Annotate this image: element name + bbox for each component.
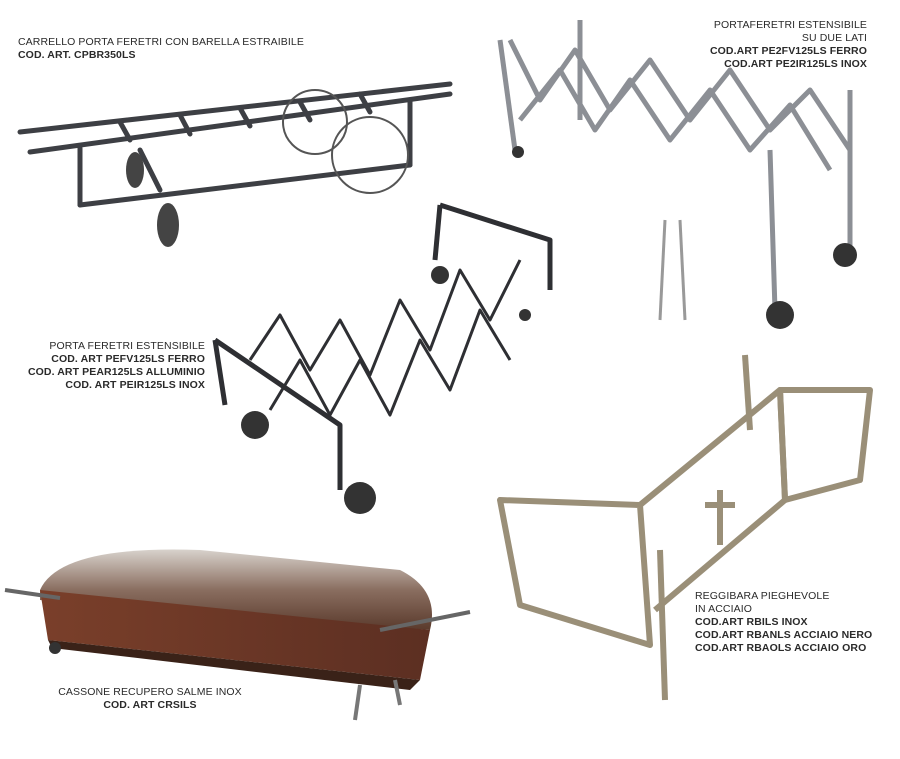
product-title: REGGIBARA PIEGHEVOLE [695, 590, 830, 602]
product-caption-cpbr350ls: CARRELLO PORTA FERETRI CON BARELLA ESTRA… [18, 36, 304, 62]
product-title: SU DUE LATI [801, 32, 867, 44]
product-code: COD.ART RBANLS ACCIAIO NERO [695, 629, 873, 641]
product-code: COD. ART CRSILS [103, 699, 197, 711]
recovery-box-image [4, 549, 471, 721]
folding-bier-stand-image [497, 354, 873, 701]
product-code: COD. ART. CPBR350LS [18, 49, 136, 61]
product-code: COD. ART PEIR125LS INOX [65, 379, 205, 391]
product-title: CASSONE RECUPERO SALME INOX [58, 686, 242, 698]
extensible-two-side-image [497, 20, 857, 329]
cart-stretcher-image [17, 81, 453, 247]
extensible-bier-image [212, 202, 553, 514]
product-code: COD. ART PEFV125LS FERRO [51, 353, 205, 365]
product-title: PORTAFERETRI ESTENSIBILE [713, 19, 867, 31]
product-code: COD. ART PEAR125LS ALLUMINIO [27, 366, 205, 378]
product-code: COD.ART RBILS INOX [695, 616, 808, 628]
product-title: CARRELLO PORTA FERETRI CON BARELLA ESTRA… [18, 36, 304, 48]
product-caption-pe: PORTA FERETRI ESTENSIBILE COD. ART PEFV1… [28, 340, 205, 392]
product-caption-pe2: PORTAFERETRI ESTENSIBILE SU DUE LATI COD… [710, 19, 867, 71]
product-caption-rb: REGGIBARA PIEGHEVOLE IN ACCIAIO COD.ART … [695, 590, 872, 655]
product-code: COD.ART RBAOLS ACCIAIO ORO [695, 642, 867, 654]
product-code: COD.ART PE2IR125LS INOX [724, 58, 867, 70]
product-caption-crsils: CASSONE RECUPERO SALME INOX COD. ART CRS… [50, 686, 250, 712]
product-code: COD.ART PE2FV125LS FERRO [709, 45, 867, 57]
product-title: PORTA FERETRI ESTENSIBILE [49, 340, 205, 352]
product-title: IN ACCIAIO [695, 603, 753, 615]
